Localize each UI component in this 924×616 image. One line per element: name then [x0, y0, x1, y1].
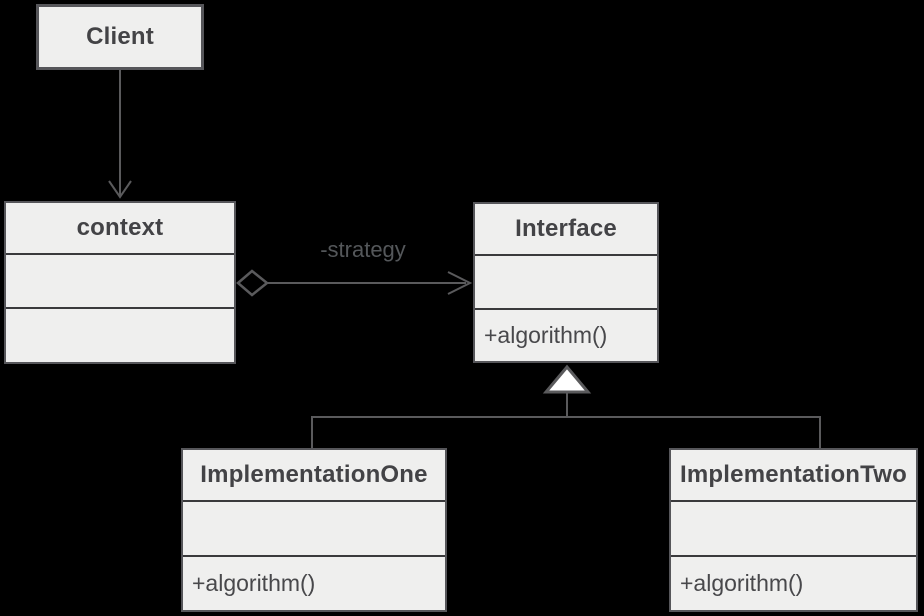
class-title-implementation-two: ImplementationTwo: [680, 461, 907, 488]
class-box-implementation-two: ImplementationTwo +algorithm(): [669, 448, 918, 612]
class-title-context: context: [76, 214, 164, 241]
strategy-edge-label: -strategy: [320, 237, 406, 262]
context-methods-compartment: [6, 307, 234, 362]
implementation-two-method-algorithm: +algorithm(): [671, 555, 916, 610]
generalization-triangle-icon: [542, 364, 592, 394]
class-title-interface: Interface: [515, 215, 617, 242]
class-box-context: context: [4, 201, 236, 364]
class-title-implementation-one: ImplementationOne: [200, 461, 428, 488]
implementation-one-method-algorithm: +algorithm(): [183, 555, 445, 610]
interface-attributes-compartment: [475, 254, 657, 308]
implementation-one-attributes-compartment: [183, 500, 445, 555]
class-box-implementation-one: ImplementationOne +algorithm(): [181, 448, 447, 612]
interface-method-algorithm: +algorithm(): [475, 308, 657, 361]
client-context-open-arrowhead-icon: [108, 180, 132, 199]
class-title-client: Client: [86, 23, 154, 50]
class-box-client: Client: [36, 4, 204, 70]
class-box-interface: Interface +algorithm(): [473, 202, 659, 363]
aggregation-diamond-icon: [236, 269, 270, 297]
context-interface-open-arrowhead-icon: [447, 271, 473, 295]
implementation-two-attributes-compartment: [671, 500, 916, 555]
context-attributes-compartment: [6, 253, 234, 307]
